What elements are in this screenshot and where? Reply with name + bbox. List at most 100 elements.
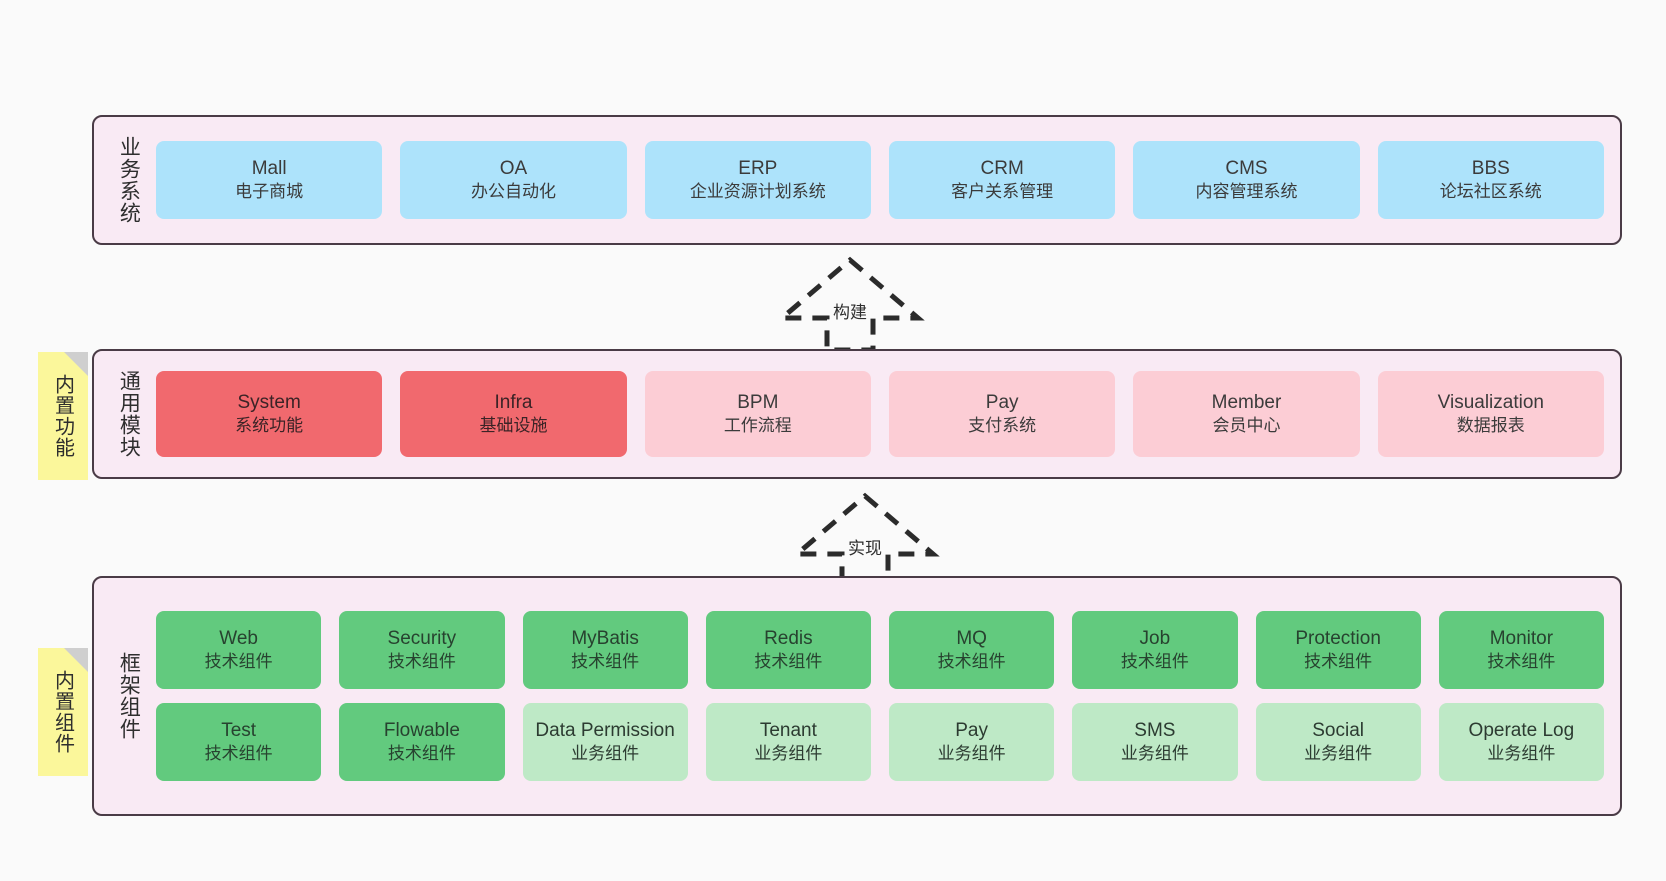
card-cms[interactable]: CMS 内容管理系统 <box>1133 141 1360 219</box>
card-subtitle: 基础设施 <box>479 416 548 436</box>
layer-body-common-module: System 系统功能 Infra 基础设施 BPM 工作流程 Pay 支付系统… <box>152 351 1620 477</box>
card-subtitle: 企业资源计划系统 <box>689 182 826 202</box>
card-subtitle: 技术组件 <box>204 652 273 672</box>
card-sms[interactable]: SMS 业务组件 <box>1072 703 1238 781</box>
card-subtitle: 业务组件 <box>1487 744 1556 764</box>
card-infra[interactable]: Infra 基础设施 <box>400 371 627 457</box>
card-title: System <box>237 391 301 413</box>
card-title: Visualization <box>1437 391 1544 413</box>
card-title: MQ <box>956 627 987 649</box>
note-label: 内置功能 <box>51 374 74 458</box>
card-title: CRM <box>980 157 1024 179</box>
card-oa[interactable]: OA 办公自动化 <box>400 141 627 219</box>
card-test[interactable]: Test 技术组件 <box>156 703 322 781</box>
note-fold-corner-icon <box>64 648 88 672</box>
card-title: Pay <box>985 391 1019 413</box>
card-title: MyBatis <box>571 627 639 649</box>
card-pay[interactable]: Pay 支付系统 <box>888 371 1116 457</box>
card-subtitle: 论坛社区系统 <box>1439 182 1542 202</box>
card-member[interactable]: Member 会员中心 <box>1133 371 1360 457</box>
card-subtitle: 技术组件 <box>1120 652 1189 672</box>
note-label: 内置组件 <box>51 670 74 754</box>
layer-common-module[interactable]: 通用模块 System 系统功能 Infra 基础设施 BPM 工作流程 Pay… <box>92 349 1622 479</box>
card-visualization[interactable]: Visualization 数据报表 <box>1377 371 1604 457</box>
card-row: Test 技术组件 Flowable 技术组件 Data Permission … <box>156 703 1604 781</box>
card-subtitle: 业务组件 <box>754 744 823 764</box>
card-title: Protection <box>1295 627 1381 649</box>
card-row: System 系统功能 Infra 基础设施 BPM 工作流程 Pay 支付系统… <box>156 371 1604 457</box>
card-tenant[interactable]: Tenant 业务组件 <box>705 703 871 781</box>
layer-body-business-system: Mall 电子商城 OA 办公自动化 ERP 企业资源计划系统 CRM 客户关系… <box>152 117 1620 243</box>
card-mall[interactable]: Mall 电子商城 <box>156 141 383 219</box>
card-title: CMS <box>1225 157 1268 179</box>
layer-framework-component[interactable]: 框架组件 Web 技术组件 Security 技术组件 MyBatis 技术组件… <box>92 576 1622 816</box>
note-fold-corner-icon <box>64 352 88 376</box>
card-subtitle: 电子商城 <box>235 182 304 202</box>
card-title: Job <box>1139 627 1171 649</box>
card-subtitle: 技术组件 <box>204 744 273 764</box>
dashed-hollow-arrow-up-icon <box>790 492 940 588</box>
card-subtitle: 技术组件 <box>1487 652 1556 672</box>
layer-body-framework-component: Web 技术组件 Security 技术组件 MyBatis 技术组件 Redi… <box>152 578 1620 814</box>
card-title: OA <box>499 157 528 179</box>
card-title: Tenant <box>759 719 817 741</box>
card-subtitle: 技术组件 <box>754 652 823 672</box>
card-pay-component[interactable]: Pay 业务组件 <box>889 703 1055 781</box>
card-operate-log[interactable]: Operate Log 业务组件 <box>1438 703 1604 781</box>
card-title: BPM <box>737 391 779 413</box>
card-subtitle: 技术组件 <box>387 652 456 672</box>
card-subtitle: 内容管理系统 <box>1195 182 1298 202</box>
card-subtitle: 技术组件 <box>571 652 640 672</box>
note-builtin-component[interactable]: 内置组件 <box>38 648 88 776</box>
card-bbs[interactable]: BBS 论坛社区系统 <box>1377 141 1604 219</box>
card-title: Web <box>219 627 258 649</box>
connector-implement: 实现 <box>790 488 940 588</box>
layer-title-business-system: 业务系统 <box>117 136 141 224</box>
card-title: BBS <box>1471 157 1510 179</box>
card-mq[interactable]: MQ 技术组件 <box>889 611 1055 689</box>
card-title: ERP <box>738 157 778 179</box>
card-subtitle: 系统功能 <box>235 416 304 436</box>
card-web[interactable]: Web 技术组件 <box>156 611 322 689</box>
card-security[interactable]: Security 技术组件 <box>339 611 505 689</box>
card-subtitle: 会员中心 <box>1212 416 1281 436</box>
card-title: Redis <box>764 627 813 649</box>
card-title: Operate Log <box>1468 719 1575 741</box>
layer-title-framework-component: 框架组件 <box>117 652 141 740</box>
card-system[interactable]: System 系统功能 <box>156 371 383 457</box>
card-protection[interactable]: Protection 技术组件 <box>1255 611 1421 689</box>
card-title: Mall <box>251 157 287 179</box>
connector-build: 构建 <box>775 252 925 352</box>
card-crm[interactable]: CRM 客户关系管理 <box>888 141 1116 219</box>
card-title: Member <box>1211 391 1282 413</box>
card-subtitle: 支付系统 <box>968 416 1037 436</box>
card-subtitle: 技术组件 <box>387 744 456 764</box>
card-monitor[interactable]: Monitor 技术组件 <box>1438 611 1604 689</box>
card-title: Flowable <box>383 719 460 741</box>
card-mybatis[interactable]: MyBatis 技术组件 <box>522 611 688 689</box>
card-erp[interactable]: ERP 企业资源计划系统 <box>644 141 871 219</box>
dashed-hollow-arrow-up-icon <box>775 256 925 352</box>
card-subtitle: 业务组件 <box>937 744 1006 764</box>
card-bpm[interactable]: BPM 工作流程 <box>644 371 871 457</box>
card-social[interactable]: Social 业务组件 <box>1255 703 1421 781</box>
card-data-permission[interactable]: Data Permission 业务组件 <box>522 703 688 781</box>
note-builtin-feature[interactable]: 内置功能 <box>38 352 88 480</box>
card-subtitle: 技术组件 <box>1304 652 1373 672</box>
card-flowable[interactable]: Flowable 技术组件 <box>339 703 505 781</box>
card-subtitle: 技术组件 <box>937 652 1006 672</box>
card-row: Web 技术组件 Security 技术组件 MyBatis 技术组件 Redi… <box>156 611 1604 689</box>
card-title: SMS <box>1134 719 1176 741</box>
card-subtitle: 工作流程 <box>723 416 792 436</box>
layer-title-common-module: 通用模块 <box>117 370 141 458</box>
card-title: Test <box>221 719 257 741</box>
card-title: Infra <box>494 391 533 413</box>
card-redis[interactable]: Redis 技术组件 <box>705 611 871 689</box>
layer-business-system[interactable]: 业务系统 Mall 电子商城 OA 办公自动化 ERP 企业资源计划系统 CRM… <box>92 115 1622 245</box>
card-title: Security <box>387 627 457 649</box>
card-job[interactable]: Job 技术组件 <box>1072 611 1238 689</box>
card-subtitle: 业务组件 <box>571 744 640 764</box>
card-title: Pay <box>955 719 988 741</box>
card-subtitle: 办公自动化 <box>470 182 556 202</box>
